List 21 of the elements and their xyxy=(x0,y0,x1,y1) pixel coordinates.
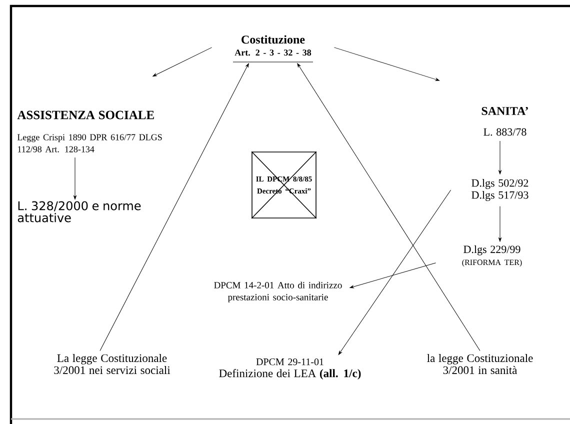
arrow xyxy=(334,47,440,81)
arrow xyxy=(100,63,249,351)
arrow xyxy=(152,47,212,77)
arrow xyxy=(498,140,502,174)
law-text: La legge Costituzionale 3/2001 nei servizi sociali xyxy=(54,354,170,374)
heading-text: Costituzione Art. 2 - 3 - 32 - 38 xyxy=(234,35,312,56)
law-text: L. 328/2000 e norme attuative xyxy=(18,201,141,222)
arrow xyxy=(338,190,452,355)
heading-text: ASSISTENZA SOCIALE xyxy=(17,110,154,120)
arrow xyxy=(74,157,76,200)
arrow xyxy=(498,206,502,242)
decree-text: DPCM 14-2-01 Atto di indirizzo prestazioni socio-sanitarie xyxy=(214,282,342,302)
decree-text: DPCM 29-11-01 Definizione dei LEA (all. 1/c) xyxy=(219,358,361,380)
heading-text: SANITA’ xyxy=(482,106,528,116)
law-text: D.lgs 229/99 (RIFORMA TER) xyxy=(462,245,522,267)
law-text: D.lgs 502/92 D.lgs 517/93 xyxy=(472,179,528,201)
list-text: Legge Crispi 1890 DPR 616/77 DLGS 112/98 Art. 128-134 xyxy=(17,134,162,152)
arrow xyxy=(350,262,436,288)
arrow xyxy=(297,63,480,351)
law-text: L. 883/78 xyxy=(484,128,526,136)
law-text: la legge Costituzionale 3/2001 in sanità xyxy=(427,354,533,374)
